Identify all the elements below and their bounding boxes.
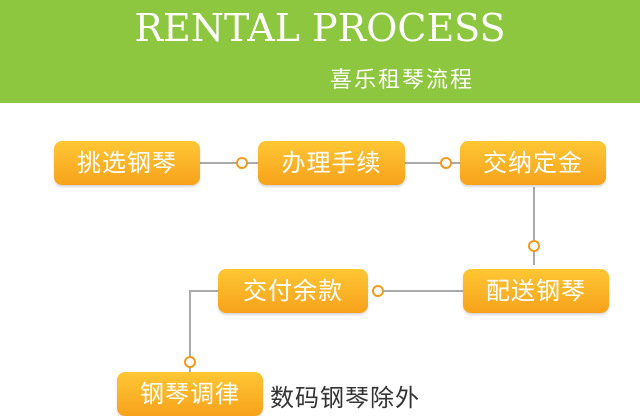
connector-lines <box>184 157 540 380</box>
connector-node <box>236 157 248 169</box>
step-select-piano: 挑选钢琴 <box>54 141 200 185</box>
tuning-note: 数码钢琴除外 <box>270 384 420 412</box>
connector-node <box>372 285 384 297</box>
step-paperwork: 办理手续 <box>258 141 405 185</box>
page-title: RENTAL PROCESS <box>134 6 506 50</box>
step-pay-balance: 交付余款 <box>218 269 368 313</box>
connector-node <box>184 356 196 368</box>
step-pay-deposit: 交纳定金 <box>460 141 606 185</box>
step-piano-tuning: 钢琴调律 <box>117 372 263 416</box>
connector-node <box>528 240 540 252</box>
connector-node <box>440 157 452 169</box>
header-banner: RENTAL PROCESS 喜乐租琴流程 <box>0 0 640 103</box>
page-subtitle: 喜乐租琴流程 <box>330 68 475 93</box>
connector-5-6 <box>189 290 218 380</box>
step-deliver-piano: 配送钢琴 <box>463 269 609 313</box>
